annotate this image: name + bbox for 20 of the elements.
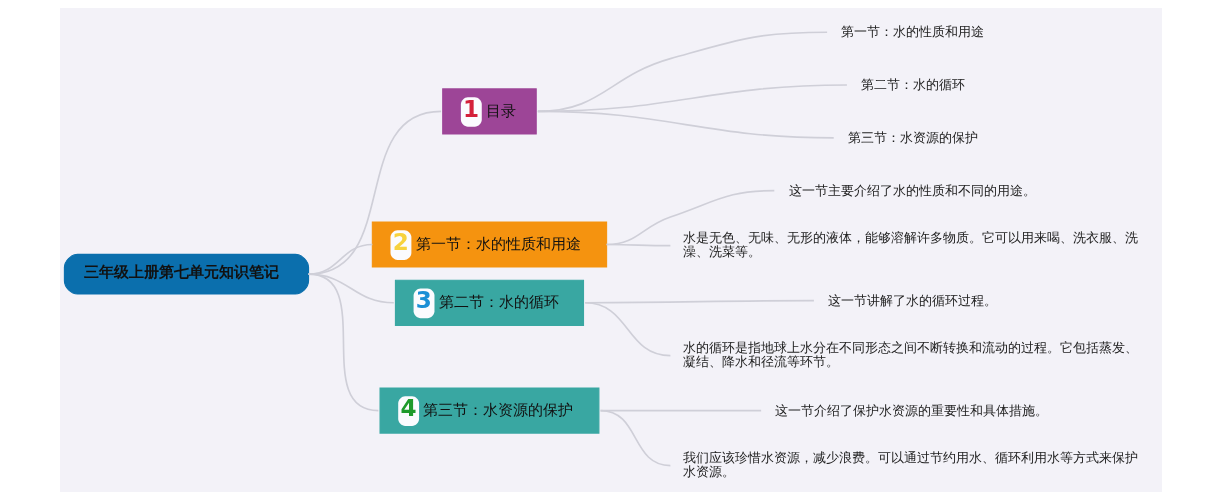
connector: [605, 189, 775, 246]
node-box: 4 第三节：水资源的保护: [379, 387, 599, 434]
node-box: 2 第一节：水的性质和用途: [371, 221, 607, 268]
node-box: 3 第二节：水的循环: [394, 279, 584, 326]
node-text: 这一节介绍了保护水资源的重要性和具体措施。: [774, 402, 1048, 418]
node-text: 我们应该珍惜水资源，减少浪费。可以通过节约用水、循环利用水等方式来保护水资源。: [682, 449, 1138, 480]
node-text: 这一节主要介绍了水的性质和不同的用途。: [788, 182, 1036, 198]
connector: [536, 110, 835, 139]
node-text: 第二节：水的循环: [860, 76, 965, 92]
node-text: 水是无色、无味、无形的液体，能够溶解许多物质。它可以用来喝、洗衣服、洗澡、洗菜等。: [682, 229, 1138, 260]
connector: [599, 409, 671, 467]
connector: [605, 243, 671, 247]
node-text: 水的循环是指地球上水分在不同形态之间不断转换和流动的过程。它包括蒸发、凝结、降水和径流等环节。: [682, 339, 1138, 370]
connector: [307, 273, 379, 412]
node-box: 三年级上册第七单元知识笔记: [63, 253, 309, 295]
node-box: 1 目录: [441, 88, 537, 135]
connector: [583, 301, 671, 357]
node-text: 第三节：水资源的保护: [847, 129, 978, 145]
node-text: 这一节讲解了水的循环过程。: [827, 292, 997, 308]
node-text: 第一节：水的性质和用途: [840, 24, 984, 40]
